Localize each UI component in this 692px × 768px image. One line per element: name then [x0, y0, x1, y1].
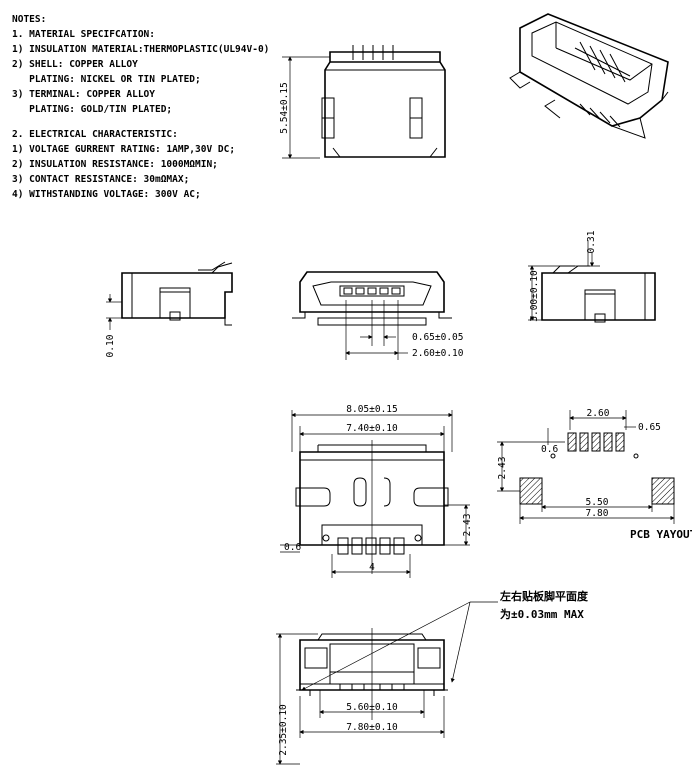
note-line: 1. MATERIAL SPECIFCATION: — [12, 29, 155, 40]
dim-offset-010: 0.10 — [105, 334, 116, 357]
dim-width-740: 7.40±0.10 — [346, 423, 398, 434]
dim-bottom-235: 2.35±0.10 — [278, 704, 289, 756]
flatness-line-2: 为±0.03mm MAX — [500, 607, 584, 621]
pcb-dim-06: 0.6 — [541, 444, 558, 455]
note-line: 1) VOLTAGE GURRENT RATING: 1AMP,30V DC; — [12, 144, 235, 155]
pcb-layout-label: PCB YAYOUT — [630, 528, 692, 541]
side-view-right: 3.00±0.10 0.31 — [528, 230, 656, 323]
pcb-dim-243: 2.43 — [497, 457, 508, 480]
plan-view: 8.05±0.15 7.40±0.10 2.43 0.6 4 — [280, 404, 473, 578]
pcb-dim-550: 5.50 — [586, 497, 609, 508]
dim-width-805: 8.05±0.15 — [346, 404, 397, 415]
dim-right-031: 0.31 — [586, 230, 597, 253]
front-view: 0.65±0.05 2.60±0.10 — [292, 271, 464, 360]
note-line: 3) TERMINAL: COPPER ALLOY — [12, 89, 155, 100]
note-line: 1) INSULATION MATERIAL:THERMOPLASTIC(UL9… — [12, 44, 269, 55]
note-line: PLATING: NICKEL OR TIN PLATED; — [12, 74, 201, 85]
dim-height-554: 5.54±0.15 — [279, 82, 290, 133]
note-line: 4) WITHSTANDING VOLTAGE: 300V AC; — [12, 189, 201, 200]
note-line: PLATING: GOLD/TIN PLATED; — [12, 104, 172, 115]
pcb-layout: 2.60 0.65 0.6 2.43 5.50 7.80 PCB YAYOUT — [497, 408, 692, 541]
bottom-front-view: 5.60±0.10 7.80±0.10 2.35±0.10 — [276, 628, 448, 765]
dim-pitch-065: 0.65±0.05 — [412, 332, 463, 343]
dim-right-300: 3.00±0.10 — [529, 270, 540, 322]
note-line: 3) CONTACT RESISTANCE: 30mΩMAX; — [12, 174, 189, 185]
dim-bottom-780: 7.80±0.10 — [346, 722, 398, 733]
pcb-dim-780: 7.80 — [586, 508, 609, 519]
top-view: 5.54±0.15 — [279, 45, 446, 159]
dim-bottom-560: 5.60±0.10 — [346, 702, 398, 713]
dim-span-260: 2.60±0.10 — [412, 348, 464, 359]
isometric-view — [509, 13, 669, 139]
side-view-left: 0.10 — [105, 261, 233, 357]
note-line: 2) INSULATION RESISTANCE: 1000MΩMIN; — [12, 159, 218, 170]
pcb-dim-260: 2.60 — [587, 408, 610, 419]
dim-left-06: 0.6 — [284, 542, 301, 553]
note-line: 2. ELECTRICAL CHARACTERISTIC: — [12, 129, 178, 140]
note-line: 2) SHELL: COPPER ALLOY — [12, 59, 138, 70]
pcb-dim-065: 0.65 — [638, 422, 661, 433]
flatness-line-1: 左右贴板脚平面度 — [499, 589, 589, 603]
dim-bottom-4: 4 — [369, 562, 375, 573]
notes-block: NOTES: 1. MATERIAL SPECIFCATION: 1) INSU… — [12, 14, 269, 200]
note-line: NOTES: — [12, 14, 46, 25]
dim-height-243: 2.43 — [462, 514, 473, 537]
